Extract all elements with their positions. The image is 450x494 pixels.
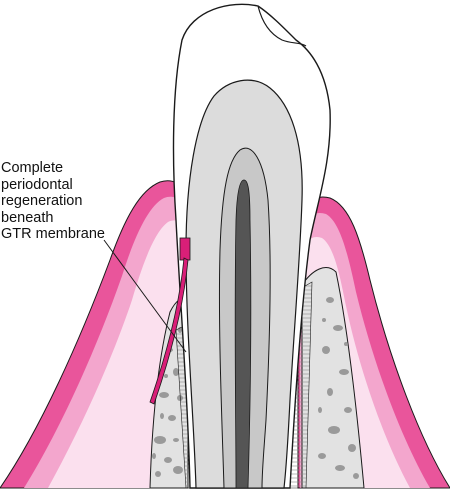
tooth-crown-contour <box>257 5 307 47</box>
callout-label: Complete periodontal regeneration beneat… <box>1 160 151 243</box>
callout-line-1: Complete <box>1 160 64 176</box>
callout-line-4: beneath <box>1 209 54 226</box>
callout-line-3: regeneration <box>1 193 83 209</box>
gtr-membrane-top <box>179 237 191 261</box>
root-canal <box>234 179 252 489</box>
callout-leader-line <box>103 239 187 353</box>
gtr-membrane <box>149 257 189 405</box>
alveolar-bone-right <box>301 267 365 489</box>
callout-line-5: GTR membrane <box>1 226 105 242</box>
callout-line-2: periodontal <box>1 176 73 193</box>
gingiva-left-inner <box>48 220 186 488</box>
